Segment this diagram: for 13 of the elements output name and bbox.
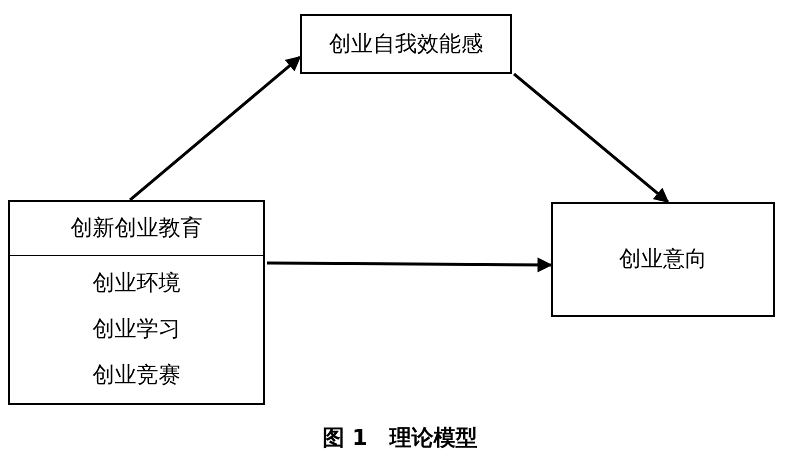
list-item: 创业环境 [92, 270, 180, 298]
box-heading: 创新创业教育 [70, 215, 202, 243]
box-label: 创业意向 [619, 246, 707, 274]
box-label: 创业自我效能感 [329, 30, 483, 58]
arrow [513, 72, 670, 204]
list-item: 创业竞赛 [92, 362, 180, 390]
concept-box [8, 200, 265, 405]
arrow [266, 257, 552, 272]
concept-box [551, 202, 775, 317]
list-item: 创业学习 [92, 316, 180, 344]
figure-caption: 图 1 理论模型 [322, 425, 478, 453]
arrow [129, 56, 302, 202]
concept-box [300, 14, 512, 74]
